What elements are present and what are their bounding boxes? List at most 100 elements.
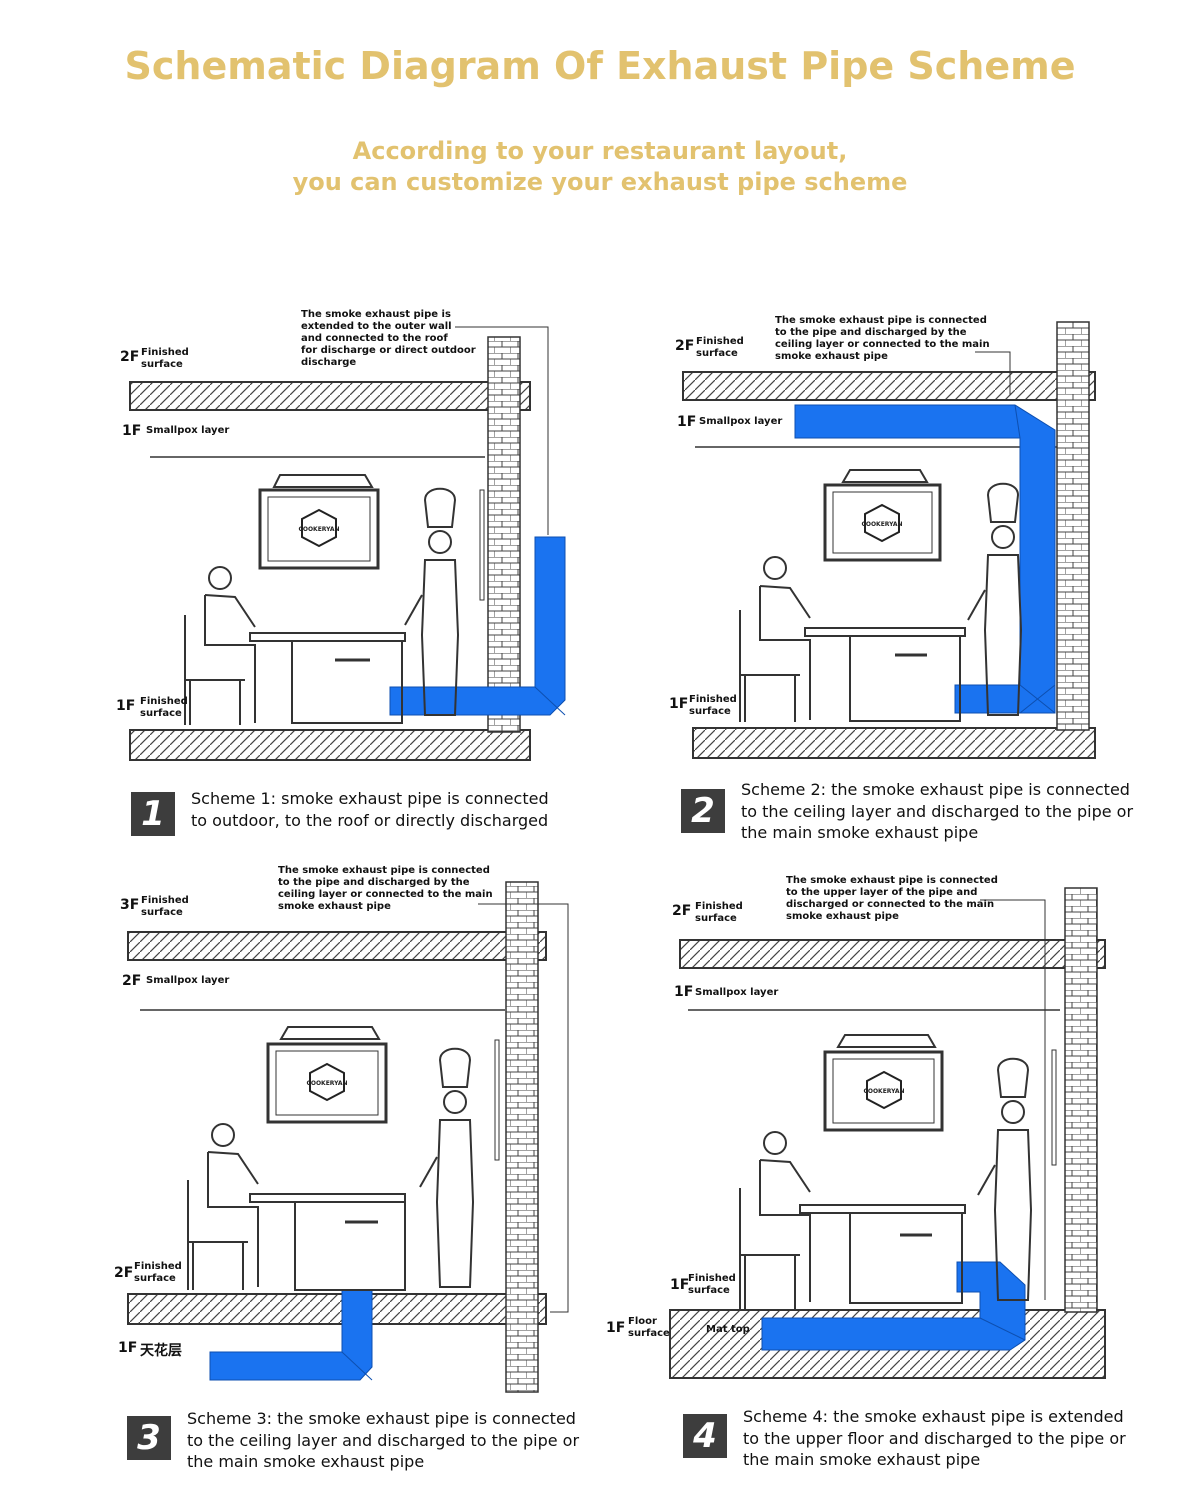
ceiling-layer-label: Smallpox layer [699,416,783,427]
wall-poster [823,1050,944,1132]
note-line: smoke exhaust pipe [786,911,899,922]
label-line: Finished [696,336,744,347]
floor-slab [692,727,1096,759]
upper-floor-code: 2F [672,903,692,919]
brick-wall [505,881,539,1393]
note-line: extended to the outer wall [301,321,452,332]
brick-wall [487,336,521,733]
caption-line: to the ceiling layer and discharged to t… [741,801,1134,821]
caption-line: to the upper floor and discharged to the… [743,1428,1126,1448]
customer-figure [187,1123,259,1290]
scheme-2-diagram: COOKERYAN The smoke exhaust pipe is conn… [665,310,1165,780]
wall-poster [258,488,380,570]
note-line: to the pipe and discharged by the [775,327,967,338]
label-line: surface [141,359,183,370]
label-line: surface [696,348,738,359]
scheme-3-note: The smoke exhaust pipe is connected to t… [278,865,493,913]
caption-line: the main smoke exhaust pipe [187,1452,425,1471]
logo-text: COOKERYAN [863,1088,904,1095]
chef-figure [967,482,1023,716]
scheme-2-drawing: COOKERYAN [682,321,1096,759]
lower-floor-label: Finished surface [134,1261,182,1285]
logo-text: COOKERYAN [306,1080,347,1087]
logo-text: COOKERYAN [298,526,339,533]
scheme-1-drawing: COOKERYAN [129,326,566,761]
dining-table [249,1193,406,1203]
label-line: Finished [140,696,188,707]
ceiling-slab [679,939,1106,969]
upper-floor-code: 2F [675,338,695,354]
note-line: and connected to the roof [301,333,448,344]
lower-floor-code: 1F [670,1277,690,1293]
caption-line: Scheme 1: smoke exhaust pipe is connecte… [191,789,549,808]
dining-table [249,632,406,642]
brick-wall [1064,887,1098,1313]
exhaust-pipe [761,1261,1026,1351]
caption-line: Scheme 3: the smoke exhaust pipe is conn… [187,1409,576,1428]
lower-floor-code: 2F [114,1265,134,1281]
page-subtitle: According to your restaurant layout, you… [0,136,1200,198]
lower-floor-code: 1F [669,696,689,712]
chef-figure [404,487,460,716]
upper-floor-label: Finished surface [696,336,744,360]
floor-slab [129,729,531,761]
label-line: Finished [689,694,737,705]
lower-floor-label: Finished surface [689,694,737,718]
label-line: Finished [695,901,743,912]
upper-floor-code: 3F [120,897,140,913]
label-line: surface [688,1285,730,1296]
below-floor-code: 1F [118,1340,138,1356]
ceiling-slab [129,381,531,411]
note-line: to the pipe and discharged by the [278,877,470,888]
customer-figure [739,556,811,722]
scheme-number-badge: 3 [127,1416,171,1460]
scheme-1-note: The smoke exhaust pipe is extended to th… [301,309,476,369]
label-line: surface [141,907,183,918]
caption-line: Scheme 4: the smoke exhaust pipe is exte… [743,1407,1124,1426]
note-line: discharged or connected to the main [786,899,995,910]
subtitle-line-1: According to your restaurant layout, [352,137,848,165]
scheme-4-note: The smoke exhaust pipe is connected to t… [786,875,998,923]
caption-line: to the ceiling layer and discharged to t… [187,1430,580,1450]
logo-text: COOKERYAN [861,521,902,528]
scheme-number-badge: 1 [131,792,175,836]
note-line: for discharge or direct outdoor [301,345,476,356]
note-line: to the upper layer of the pipe and [786,887,978,898]
note-line: discharge [301,357,357,368]
scheme-4-drawing: COOKERYAN [669,887,1106,1379]
scheme-1-diagram: COOKERYAN The smoke exhaust pipe is exte… [110,305,610,775]
ceiling-layer-label: Smallpox layer [146,425,230,436]
note-line: smoke exhaust pipe [278,901,391,912]
label-line: Finished [141,347,189,358]
label-line: Finished [688,1273,736,1284]
caption-text: Scheme 1: smoke exhaust pipe is connecte… [191,788,549,831]
floor-slab [127,1293,547,1325]
scheme-3-drawing: COOKERYAN [127,881,569,1393]
ceiling-floor-code: 1F [122,423,142,439]
note-line: ceiling layer or connected to the main [278,889,493,900]
lower-floor-label: Finished surface [140,696,188,720]
floor-surface-code: 1F [606,1320,626,1336]
upper-floor-label: Finished surface [695,901,743,925]
upper-floor-code: 2F [120,349,140,365]
page-title: Schematic Diagram Of Exhaust Pipe Scheme [124,44,1076,88]
caption-text: Scheme 2: the smoke exhaust pipe is conn… [741,779,1133,844]
mat-top-label: Mat top [706,1324,750,1335]
scheme-2-note: The smoke exhaust pipe is connected to t… [775,315,990,363]
caption-text: Scheme 4: the smoke exhaust pipe is exte… [743,1406,1126,1471]
note-line: The smoke exhaust pipe is [301,309,451,320]
caption-text: Scheme 3: the smoke exhaust pipe is conn… [187,1408,579,1473]
note-line: ceiling layer or connected to the main [775,339,990,350]
customer-figure [184,566,256,725]
label-line: surface [628,1328,670,1339]
label-line: Finished [141,895,189,906]
customer-figure [739,1131,811,1310]
caption-line: the main smoke exhaust pipe [743,1450,981,1469]
exhaust-pipe [209,1289,373,1381]
caption-line: the main smoke exhaust pipe [741,823,979,842]
scheme-number-badge: 4 [683,1414,727,1458]
label-line: surface [689,706,731,717]
note-line: The smoke exhaust pipe is connected [786,875,998,886]
label-line: surface [140,708,182,719]
scheme-3-diagram: COOKERYAN The smoke exhaust pipe is conn… [110,862,610,1393]
